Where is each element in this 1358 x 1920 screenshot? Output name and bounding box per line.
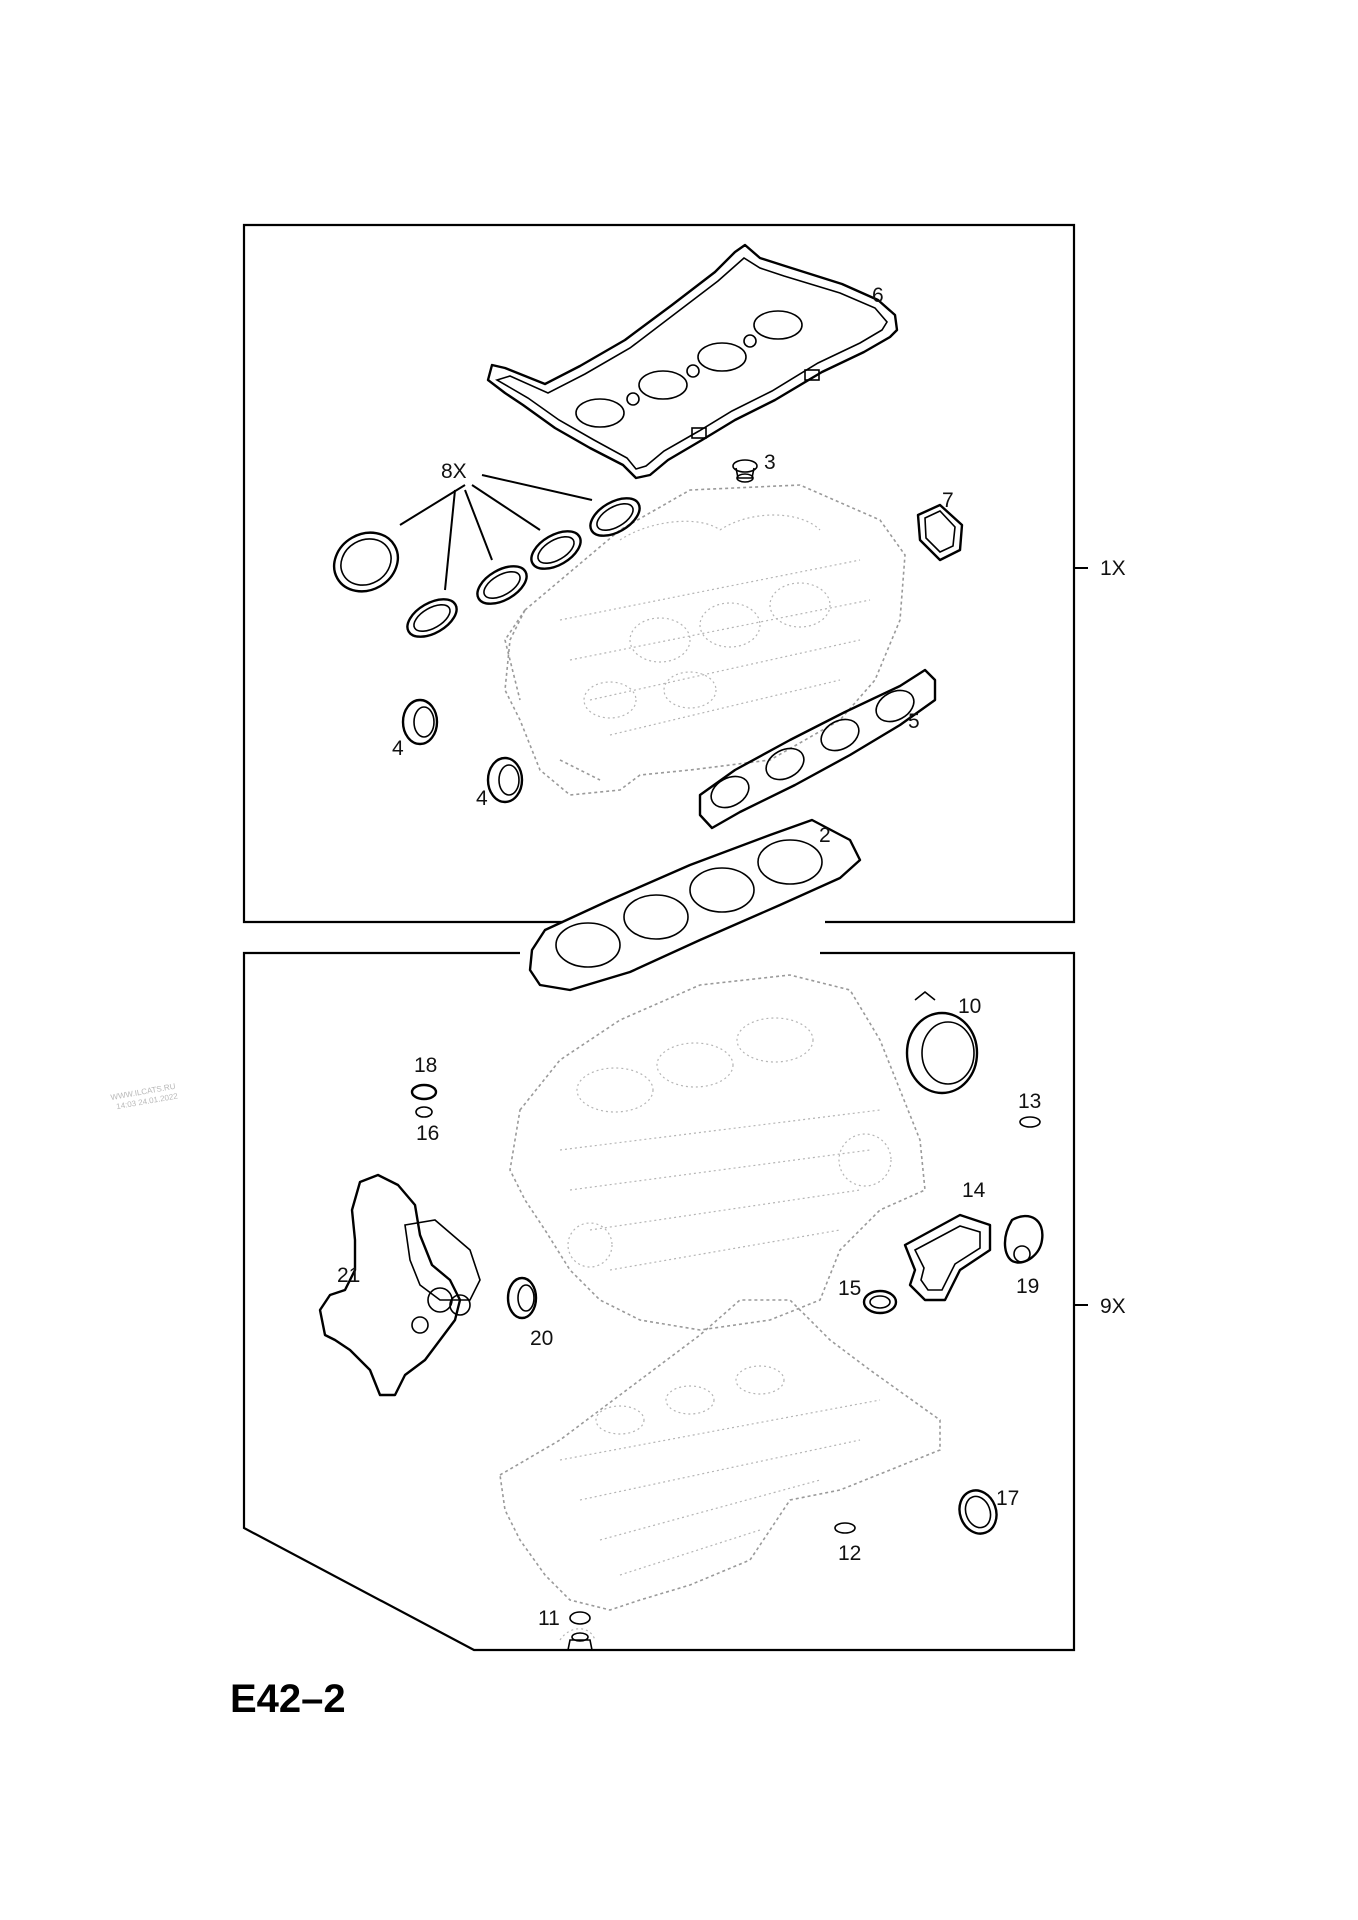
callout-21[interactable]: 21 bbox=[337, 1264, 360, 1287]
callout-4b[interactable]: 4 bbox=[476, 787, 488, 810]
oil-pan-ghost bbox=[499, 1299, 941, 1641]
cylinder-head-ghost bbox=[504, 484, 906, 796]
small-o-rings-part bbox=[410, 1083, 1041, 1625]
callout-18[interactable]: 18 bbox=[414, 1054, 437, 1077]
oil-cooler-gasket-part bbox=[903, 1213, 1044, 1302]
callout-2[interactable]: 2 bbox=[819, 824, 831, 847]
crankshaft-seal-part bbox=[905, 990, 979, 1095]
ring-17-part bbox=[958, 1489, 998, 1535]
manifold-gasket-part bbox=[698, 668, 937, 830]
engine-block-ghost bbox=[509, 974, 926, 1331]
callout-4a[interactable]: 4 bbox=[392, 737, 404, 760]
callout-7[interactable]: 7 bbox=[942, 489, 954, 512]
leader-lines bbox=[399, 474, 593, 591]
callout-19[interactable]: 19 bbox=[1016, 1275, 1039, 1298]
callout-10[interactable]: 10 bbox=[958, 995, 981, 1018]
callout-6[interactable]: 6 bbox=[872, 284, 884, 307]
lower-group-quantity: 9X bbox=[1100, 1295, 1126, 1318]
head-gasket-part bbox=[528, 818, 862, 992]
callout-8[interactable]: 8X bbox=[441, 460, 467, 483]
watermark: WWW.ILCATS.RU 14:03 24.01.2022 bbox=[110, 1082, 179, 1111]
callout-15[interactable]: 15 bbox=[838, 1277, 861, 1300]
timing-cover-gasket-part bbox=[318, 1173, 481, 1397]
small-square-gasket-part bbox=[916, 503, 964, 562]
callout-20[interactable]: 20 bbox=[530, 1327, 553, 1350]
diagram-code-label: E42–2 bbox=[230, 1677, 346, 1721]
o-ring-set-part bbox=[332, 497, 641, 638]
callout-5[interactable]: 5 bbox=[908, 710, 920, 733]
quantity-ticks bbox=[1074, 567, 1088, 1306]
plug-part bbox=[732, 459, 758, 483]
callout-16[interactable]: 16 bbox=[416, 1122, 439, 1145]
drain-plug-part bbox=[567, 1632, 593, 1651]
lower-group-frame bbox=[242, 951, 1076, 1652]
upper-group-quantity: 1X bbox=[1100, 557, 1126, 580]
callout-17[interactable]: 17 bbox=[996, 1487, 1019, 1510]
callout-14[interactable]: 14 bbox=[962, 1179, 986, 1202]
shaft-seal-parts bbox=[401, 698, 524, 804]
upper-group-frame bbox=[242, 223, 1076, 924]
ring-15-part bbox=[862, 1289, 898, 1315]
callout-11[interactable]: 11 bbox=[538, 1607, 560, 1630]
callout-12[interactable]: 12 bbox=[838, 1542, 861, 1565]
valve-cover-gasket-part bbox=[486, 243, 899, 480]
seal-20-part bbox=[506, 1276, 538, 1320]
callout-3[interactable]: 3 bbox=[764, 451, 776, 474]
callout-13[interactable]: 13 bbox=[1018, 1090, 1041, 1113]
